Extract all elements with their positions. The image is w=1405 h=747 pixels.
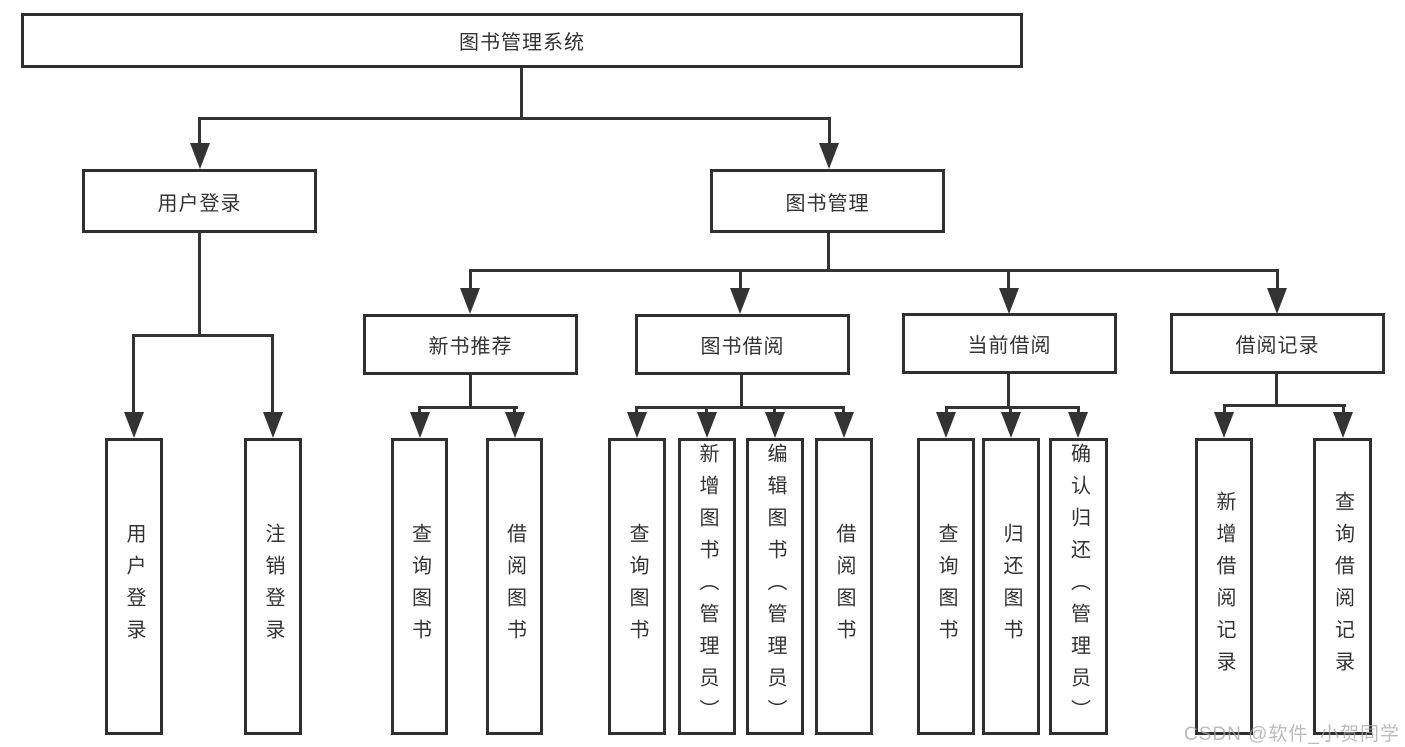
node-label: 编辑图书（管理员） [764,442,786,731]
connector-line [271,336,274,414]
connector-line [1223,404,1346,407]
connector-line [740,375,743,409]
node-label: 新书推荐 [428,336,513,358]
node-bor-borrow-books: 借阅图书 [815,438,873,735]
node-user-login: 用户登录 [82,169,317,233]
connector-line [635,406,845,409]
arrowhead-down-icon [936,412,956,438]
node-leaf-user-login: 用户登录 [105,438,163,735]
node-label: 查询图书 [626,522,648,651]
arrowhead-down-icon [190,143,210,169]
node-label: 归还图书 [1000,522,1022,651]
node-label: 查询图书 [408,522,431,651]
node-rcd-add-record: 新增借阅记录 [1195,438,1253,735]
node-label: 新增图书（管理员） [696,442,718,731]
arrowhead-down-icon [263,412,283,438]
node-bor-edit-books-admin: 编辑图书（管理员） [746,438,804,735]
node-rcd-query-record: 查询借阅记录 [1313,438,1372,735]
connector-line [635,408,638,414]
arrowhead-down-icon [124,412,144,438]
node-label: 查询图书 [935,522,957,651]
node-book-borrowing: 图书借阅 [635,314,850,375]
node-label: 新增借阅记录 [1213,490,1235,683]
arrowhead-down-icon [505,412,525,438]
node-label: 当前借阅 [967,335,1052,357]
connector-line [739,271,742,290]
node-leaf-logout: 注销登录 [244,438,302,735]
arrowhead-down-icon [765,412,785,438]
node-book-management: 图书管理 [710,169,945,233]
connector-line [1007,374,1010,409]
node-borrowing-records: 借阅记录 [1170,313,1385,374]
node-label: 用户登录 [123,522,145,651]
arrowhead-down-icon [1001,412,1021,438]
arrowhead-down-icon [1333,412,1353,438]
node-label: 图书管理系统 [459,32,585,54]
node-label: 用户登录 [157,192,242,215]
connector-line [1275,374,1278,407]
arrowhead-down-icon [460,288,480,314]
connector-line [418,406,518,409]
connector-line [520,68,523,120]
arrowhead-down-icon [627,412,647,438]
arrowhead-down-icon [834,412,854,438]
connector-line [828,119,831,147]
node-bor-query-books: 查询图书 [608,438,666,735]
connector-line [1077,408,1080,414]
node-rec-borrow-books: 借阅图书 [486,438,543,735]
connector-line [132,336,135,414]
node-cur-query-books: 查询图书 [917,438,975,735]
connector-line [773,408,776,414]
arrowhead-down-icon [819,143,839,169]
connector-line [198,233,201,337]
node-cur-return-books: 归还图书 [982,438,1040,735]
node-new-book-recommend: 新书推荐 [363,314,578,375]
node-label: 查询借阅记录 [1331,490,1354,683]
node-label: 图书管理 [785,192,870,215]
connector-line [469,375,472,409]
connector-line [198,117,831,120]
node-rec-query-books: 查询图书 [391,438,448,735]
node-current-borrowing: 当前借阅 [902,313,1117,374]
connector-line [945,408,948,414]
arrowhead-down-icon [1267,288,1287,314]
node-label: 图书借阅 [700,336,785,358]
connector-line [1342,406,1345,414]
connector-line [469,271,472,290]
node-label: 确认归还（管理员） [1067,442,1090,731]
connector-line [513,408,516,414]
arrowhead-down-icon [730,288,750,314]
arrowhead-down-icon [999,288,1019,314]
connector-line [827,233,830,272]
arrowhead-down-icon [1068,412,1088,438]
connector-line [469,269,1279,272]
connector-line [945,406,1080,409]
connector-line [1007,271,1010,290]
node-label: 注销登录 [262,522,284,651]
connector-line [842,408,845,414]
node-library-system: 图书管理系统 [21,13,1023,68]
connector-line [1223,406,1226,414]
connector-line [705,408,708,414]
connector-line [1009,408,1012,414]
node-label: 借阅记录 [1235,335,1320,357]
connector-line [198,119,201,147]
arrowhead-down-icon [410,412,430,438]
connector-line [418,408,421,414]
node-label: 借阅图书 [833,522,855,651]
node-bor-add-books-admin: 新增图书（管理员） [678,438,736,735]
csdn-watermark: CSDN @软件_小贺同学 [1184,724,1400,745]
arrowhead-down-icon [1214,412,1234,438]
node-cur-confirm-return-admin: 确认归还（管理员） [1049,438,1108,735]
connector-line [132,334,274,337]
arrowhead-down-icon [697,412,717,438]
connector-line [1276,271,1279,290]
node-label: 借阅图书 [503,522,526,651]
